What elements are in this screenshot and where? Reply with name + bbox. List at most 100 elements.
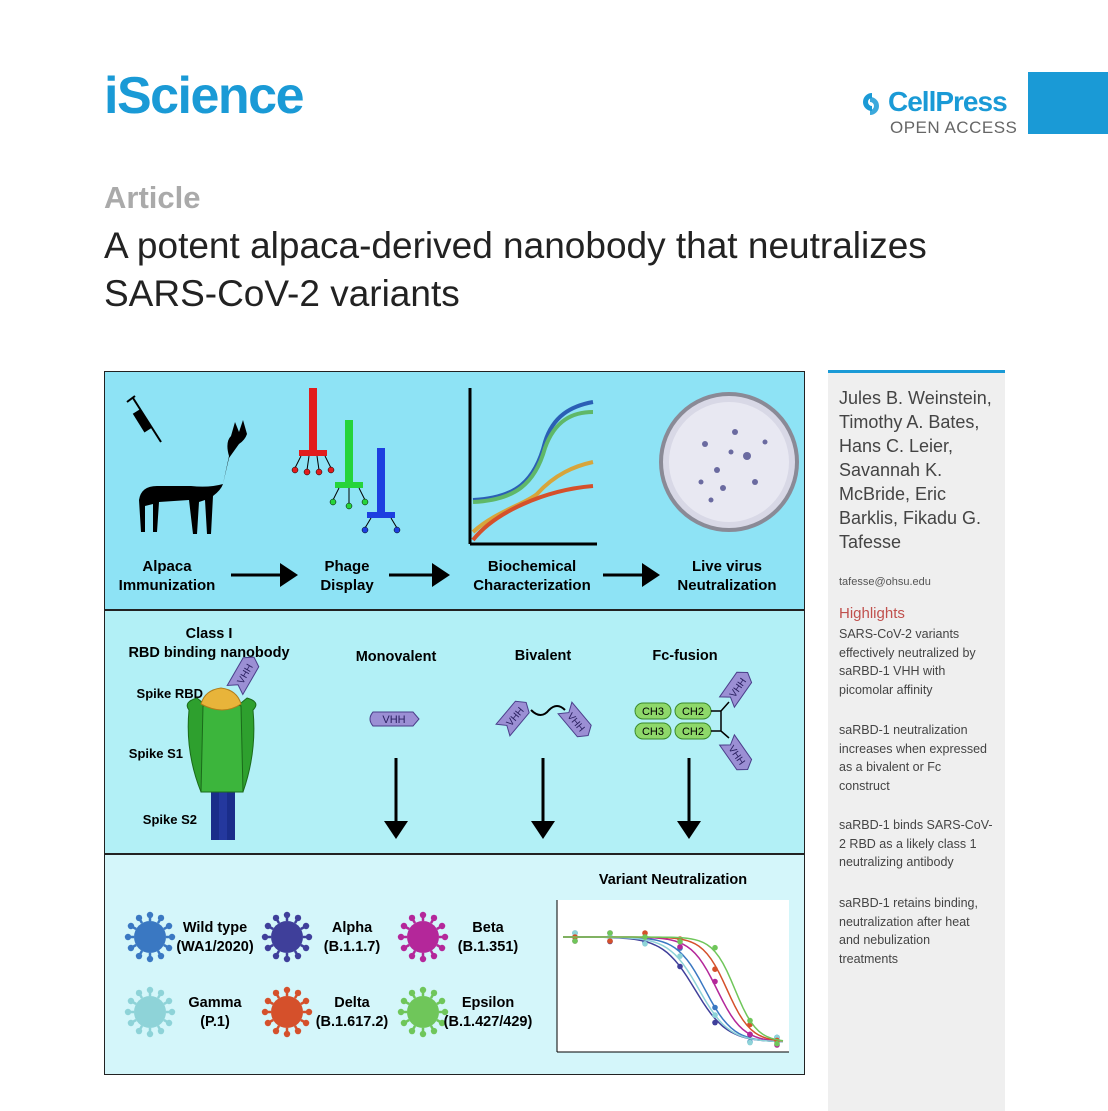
variant-name: Wild type: [183, 920, 247, 936]
highlight-line: 2 RBD as a likely class 1: [839, 836, 977, 851]
highlight-item: SARS-CoV-2 variants effectively neutrali…: [839, 625, 999, 699]
highlight-line: construct: [839, 778, 890, 793]
title-line: A potent alpaca-derived nanobody that ne…: [104, 225, 927, 266]
author-list: Jules B. Weinstein, Timothy A. Bates, Ha…: [839, 386, 1005, 554]
journal-logo: iScience: [104, 67, 305, 125]
virus-icon: [124, 911, 176, 963]
highlight-line: SARS-CoV-2 variants: [839, 627, 960, 641]
format-label-monovalent: Monovalent: [356, 649, 437, 665]
highlight-line: as a bivalent or Fc: [839, 760, 942, 774]
workflow-label: Characterization: [473, 577, 591, 594]
author-line: Savannah K.: [839, 460, 943, 480]
spike-rbd-label: Spike RBD: [137, 686, 203, 701]
variant-name: Beta: [472, 920, 504, 936]
neutralization-point: [572, 930, 578, 936]
article-type: Article: [104, 180, 201, 215]
author-line: Barklis, Fikadu G.: [839, 508, 982, 528]
neutralization-point: [747, 1039, 753, 1046]
header-accent-tab: [1028, 72, 1108, 134]
virus-icon: [261, 911, 313, 963]
variant-name: Epsilon: [462, 995, 514, 1011]
neutralization-point: [572, 938, 578, 944]
virus-icon: [397, 911, 449, 963]
fc-fusion-icon: CH3 CH2 CH3 CH2 VHH VHH: [634, 671, 753, 771]
variant-lineage: (B.1.427/429): [444, 1014, 533, 1030]
author-line: Hans C. Leier,: [839, 436, 954, 456]
highlight-line: neutralization after heat: [839, 914, 970, 929]
highlight-line: and nebulization: [839, 933, 931, 947]
open-access-label: OPEN ACCESS: [890, 118, 1018, 137]
workflow-label: Phage: [324, 558, 369, 575]
neutralization-point: [677, 944, 683, 950]
neutralization-point: [712, 966, 718, 972]
svg-text:CH3: CH3: [642, 706, 664, 718]
neutralization-point: [712, 978, 718, 985]
svg-text:CH2: CH2: [682, 706, 704, 718]
highlight-line: increases when expressed: [839, 741, 987, 756]
binding-curves-icon: [468, 388, 597, 546]
class-label: Class I: [186, 626, 233, 642]
down-arrows: [384, 758, 701, 839]
workflow-label: Display: [320, 577, 374, 594]
neutralization-point: [747, 1017, 753, 1024]
workflow-label: Immunization: [119, 577, 216, 594]
neutralization-point: [642, 930, 648, 936]
variant-lineage: (B.1.1.7): [324, 939, 381, 955]
variant-name: Delta: [334, 995, 370, 1011]
neutralization-point: [712, 1019, 718, 1026]
spike-s2-label: Spike S2: [143, 812, 197, 827]
neutralization-point: [712, 1004, 718, 1011]
variant-lineage: (P.1): [200, 1014, 230, 1030]
highlight-item: saRBD-1 retains binding, neutralization …: [839, 894, 999, 968]
neutralization-curve: [563, 936, 784, 1042]
variant-lineage: (B.1.617.2): [316, 1014, 389, 1030]
class-label: RBD binding nanobody: [128, 645, 289, 661]
syringe-icon: [126, 395, 162, 443]
article-title: A potent alpaca-derived nanobody that ne…: [104, 222, 1024, 318]
cellpress-logo-icon: [863, 93, 879, 115]
svg-text:CH3: CH3: [642, 726, 664, 738]
neutralization-point: [712, 1012, 718, 1018]
author-line: Tafesse: [839, 532, 902, 552]
neutralization-point: [677, 963, 683, 970]
highlight-line: neutralizing antibody: [839, 855, 954, 869]
author-line: Timothy A. Bates,: [839, 412, 980, 432]
highlight-line: saRBD-1 binds SARS-CoV-: [839, 818, 993, 832]
virus-icon: [124, 986, 176, 1038]
neutralization-point: [677, 953, 683, 959]
neutralization-chart: [556, 900, 789, 1053]
highlight-line: treatments: [839, 951, 899, 966]
petri-dish-icon: [659, 392, 799, 532]
neutralization-point: [607, 930, 613, 936]
highlight-line: saRBD-1 neutralization: [839, 723, 968, 737]
variant-name: Gamma: [188, 995, 242, 1011]
format-label-fc-fusion: Fc-fusion: [652, 648, 717, 664]
virus-icon: [397, 986, 449, 1038]
spike-s1-label: Spike S1: [129, 746, 183, 761]
neutralization-point: [607, 938, 613, 944]
sidebar-panel: [828, 370, 1005, 1111]
phage-display-icon: [291, 388, 401, 534]
neutralization-point: [747, 1031, 753, 1038]
neutralization-point: [642, 941, 648, 947]
neutralization-point: [774, 1040, 780, 1047]
author-line: McBride, Eric: [839, 484, 947, 504]
highlight-item: saRBD-1 binds SARS-CoV- 2 RBD as a likel…: [839, 816, 999, 872]
monovalent-vhh-icon: VHH: [369, 711, 420, 727]
highlight-line: saRBD-1 VHH with: [839, 664, 946, 678]
graphical-abstract: Alpaca Immunization Phage Display Bioche…: [104, 371, 805, 1075]
highlights-heading: Highlights: [839, 605, 905, 622]
neutralization-title: Variant Neutralization: [599, 872, 747, 888]
svg-text:VHH: VHH: [382, 714, 405, 726]
variant-lineage: (WA1/2020): [176, 939, 254, 955]
variant-lineage: (B.1.351): [458, 939, 519, 955]
vhh-domain-icon: VHH: [226, 656, 260, 696]
svg-text:CH2: CH2: [682, 726, 704, 738]
workflow-label: Neutralization: [677, 577, 776, 594]
corresponding-email[interactable]: tafesse@ohsu.edu: [839, 576, 931, 588]
author-line: Jules B. Weinstein,: [839, 388, 992, 408]
highlight-line: effectively neutralized by: [839, 645, 976, 660]
publisher-name: CellPress: [888, 86, 1008, 117]
spike-protein-icon: [186, 687, 257, 840]
highlight-item: saRBD-1 neutralization increases when ex…: [839, 721, 999, 795]
